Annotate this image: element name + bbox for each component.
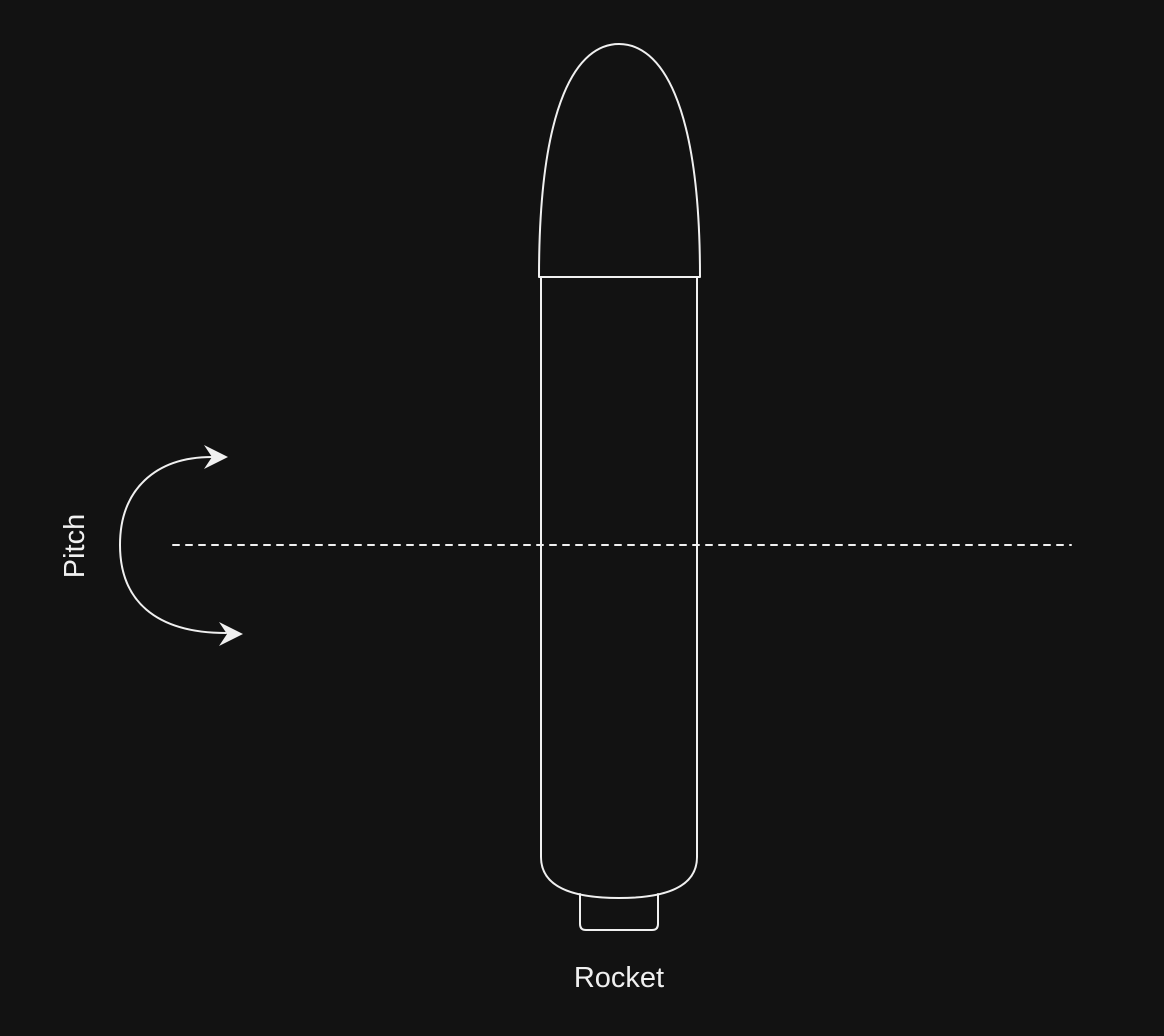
rocket-body bbox=[540, 276, 698, 899]
rocket-engine-nozzle bbox=[579, 893, 659, 931]
arrowhead-top bbox=[204, 445, 228, 469]
rocket-nose-cone bbox=[538, 43, 701, 278]
pitch-label: Pitch bbox=[59, 514, 91, 578]
pitch-rotation-arc bbox=[119, 456, 227, 634]
rocket: Rocket bbox=[538, 43, 701, 994]
curved-double-arrow-icon bbox=[119, 445, 243, 646]
rocket-label: Rocket bbox=[574, 962, 664, 994]
arrowhead-bottom bbox=[219, 622, 243, 646]
